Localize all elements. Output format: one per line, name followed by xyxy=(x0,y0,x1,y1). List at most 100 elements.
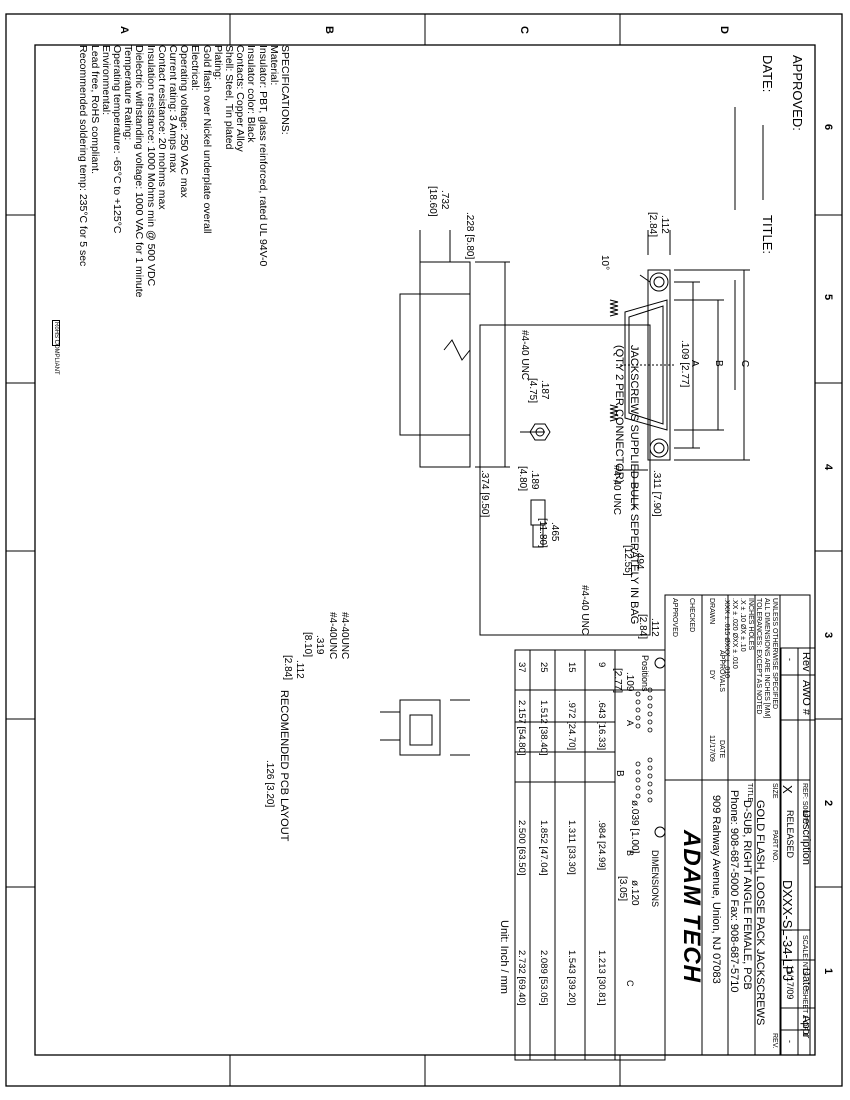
spec-line: Operating voltage: 250 VAC max xyxy=(178,45,191,198)
spec-line: Contact resistance: 20 mohms max xyxy=(155,45,168,210)
spec-line: Shell: Steel, Tin plated xyxy=(222,45,235,150)
side-d374: .374 [9.50] xyxy=(479,470,490,518)
spec-line: Environmental: xyxy=(99,45,112,116)
spec-line: Insulator: PBT, glass reinforced, rated … xyxy=(256,45,269,267)
spec-line: Material: xyxy=(267,45,280,86)
zone-label-4: 4 xyxy=(822,464,834,471)
approved-row-label: APPROVED xyxy=(671,598,678,637)
zone-label-D: D xyxy=(718,26,730,34)
side-d228: .228 [5.80] xyxy=(464,212,475,260)
drawn-date: 11/17/09 xyxy=(708,735,715,762)
table-cell: 2.732 [69.40] xyxy=(516,950,527,1006)
sheet-label: SHEET 1 OF 1 xyxy=(801,990,808,1037)
jack-note2: (QTY 2 PER CONNECTOR) xyxy=(613,345,625,484)
date-col-label: DATE xyxy=(718,740,725,759)
size-value: X xyxy=(780,785,795,794)
tol-line: TOLERANCES: EXCEPT AS NOTED xyxy=(755,598,762,715)
zone-label-B: B xyxy=(323,26,335,34)
table-row: 15 xyxy=(566,662,577,673)
table-cell: 1.543 [39.20] xyxy=(566,950,577,1006)
front-label-B: B xyxy=(713,360,724,367)
dimensions-header: DIMENSIONS xyxy=(650,850,660,908)
right-d112: .112 xyxy=(294,660,305,679)
company-address: 909 Rahway Avenue, Union, NJ 07083 xyxy=(710,795,722,984)
spec-line: Insulation resistance: 1000 Mohms min @ … xyxy=(144,45,157,287)
tol-line: UNLESS OTHERWISE SPECIFIED xyxy=(771,598,778,710)
unit-label: Unit: Inch / mm xyxy=(498,920,510,994)
zone-label-1: 1 xyxy=(822,968,834,975)
drawn-label: DRAWN xyxy=(708,598,715,625)
checked-label: CHECKED xyxy=(688,598,695,633)
right-d319: .319 xyxy=(314,635,325,655)
table-cell: .643 [16.33] xyxy=(596,700,607,751)
spec-line: Insulator color: Black xyxy=(245,45,258,143)
approvals-label: APPROVALS xyxy=(718,650,725,692)
table-cell: 1.512 [38.40] xyxy=(538,700,549,756)
front-label-C: C xyxy=(739,360,750,368)
rev-value-tb: - xyxy=(785,1040,795,1043)
rev-label: REV. xyxy=(771,1033,778,1049)
table-cell: .984 [24.99] xyxy=(596,820,607,871)
jack-d189: .189 xyxy=(529,470,540,490)
jack-d189mm: [4.80] xyxy=(517,466,528,492)
pcb-title: RECOMENDED PCB LAYOUT xyxy=(278,690,290,842)
spec-line: Electrical: xyxy=(189,45,202,91)
description-value: RELEASED xyxy=(785,810,795,859)
front-d311: .311 [7.90] xyxy=(651,470,662,517)
pcb-d120mm: [3.05] xyxy=(617,876,628,902)
table-row: 9 xyxy=(596,662,607,668)
spec-line: Dielectric withstanding voltage: 1000 VA… xyxy=(133,45,146,298)
tol-line: ALL DIMENSIONS ARE INCHES [MM] xyxy=(763,598,770,719)
zone-label-C: C xyxy=(518,26,530,34)
right-d112mm: [2.84] xyxy=(282,655,293,681)
right-thread2: #4-40UNC xyxy=(327,612,338,660)
pcb-d112: .112 xyxy=(649,618,660,637)
pcb-d120: ø.120 xyxy=(629,880,640,906)
jack-note1: JACKSCREWS SUPPLIED BULK SEPERATELY IN B… xyxy=(628,345,640,625)
zone-label-2: 2 xyxy=(822,800,834,807)
jack-d465mm: [11.80] xyxy=(537,518,548,548)
col-A: A xyxy=(625,720,635,727)
spec-line: Contacts: Copper Alloy xyxy=(234,45,247,152)
scale-label: SCALE: NTS xyxy=(801,935,808,976)
right-d126: .126 [3.20] xyxy=(264,760,275,808)
tol-line: .X ± .10 ØX ± .10 xyxy=(739,598,746,652)
positions-header: Positions xyxy=(640,655,650,692)
spec-line: SPECIFICATIONS: xyxy=(279,45,291,135)
date-label: DATE: xyxy=(760,55,775,93)
drawn-by: DY xyxy=(708,670,715,680)
spec-line: Recommended soldering temp: 235°C for 5 … xyxy=(77,45,90,267)
spec-line: Temperature Rating: xyxy=(122,45,135,141)
spec-line: Gold flash over Nickel underplate overal… xyxy=(200,45,213,234)
pcb-d109: .109 xyxy=(624,672,635,692)
spec-line: Operating temperature: -65°C to +125°C xyxy=(110,45,123,234)
zone-label-5: 5 xyxy=(822,294,834,301)
rev-value: - xyxy=(785,658,795,661)
rev-header: Rev xyxy=(800,652,812,672)
awo-header: AWO # xyxy=(800,680,812,716)
pcb-d112mm: [2.84] xyxy=(637,614,648,640)
specifications-block: SPECIFICATIONS: Material: Insulator: PBT… xyxy=(77,45,291,298)
front-label-A: A xyxy=(689,360,700,367)
tolerance-block: UNLESS OTHERWISE SPECIFIED ALL DIMENSION… xyxy=(722,598,778,718)
table-cell: 2.089 [53.05] xyxy=(538,950,549,1006)
jack-d465: .465 xyxy=(549,522,560,542)
tol-line: INCHES HOLES xyxy=(747,598,754,651)
jack-thread2: #4-40 UNC xyxy=(579,585,590,636)
drawing-title-1: D-SUB, RIGHT ANGLE FEMALE, PCB xyxy=(741,800,753,990)
spec-line: Current rating: 3 Amps max xyxy=(166,45,179,173)
drawing-title-2: GOLD FLASH, LOOSE PACK JACKSCREWS xyxy=(754,800,766,1026)
company-phone: Phone: 908-687-5000 Fax: 908-687-5710 xyxy=(728,790,740,993)
table-cell: 2.157 [54.80] xyxy=(516,700,527,756)
spec-line: Plating: xyxy=(211,45,224,81)
company-name: ADAM TECH xyxy=(678,830,705,983)
title-label: TITLE: xyxy=(760,215,775,255)
table-cell: 1.213 [30.81] xyxy=(596,950,607,1006)
right-thread1: #4-40UNC xyxy=(339,612,350,660)
jack-thread1: #4-40 UNC xyxy=(519,330,530,381)
table-cell: .972 [24.70] xyxy=(566,700,577,751)
side-d732: .732 xyxy=(439,190,450,210)
